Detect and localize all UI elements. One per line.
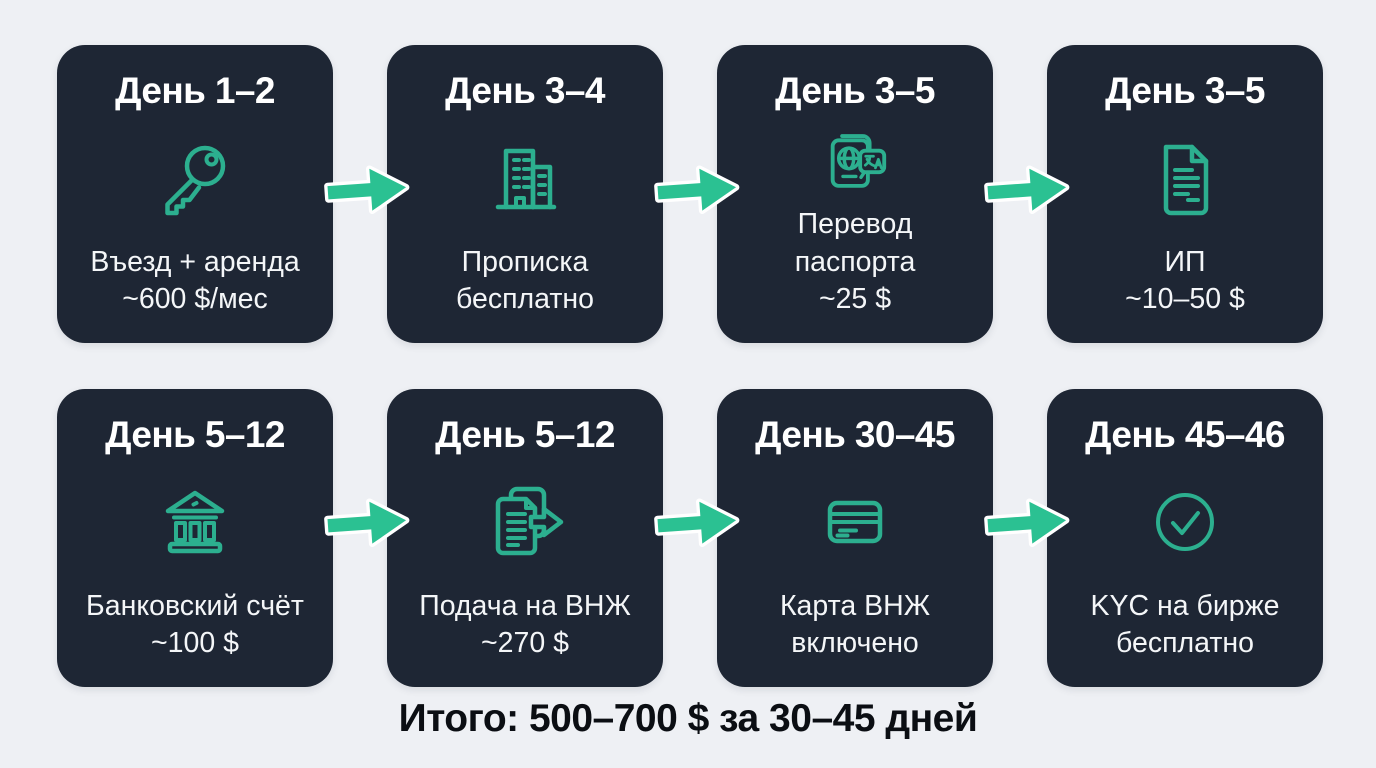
card-body: ИП ~10–50 $ <box>1125 244 1245 319</box>
card-body: Банковский счёт ~100 $ <box>86 588 304 663</box>
card-text-line: ~600 $/мес <box>122 283 268 316</box>
card-text-line: Перевод <box>797 208 913 241</box>
card-text-line: Карта ВНЖ <box>779 589 931 622</box>
check-circle-icon <box>1063 456 1307 588</box>
card-text-line: включено <box>791 627 919 660</box>
card-text-line: Подача на ВНЖ <box>419 589 631 622</box>
card-text-line: ~100 $ <box>151 627 239 660</box>
card-title: День 3–4 <box>445 70 605 111</box>
flow-arrow-icon <box>323 490 411 556</box>
key-icon <box>73 112 317 244</box>
card-text-line: Въезд + аренда <box>90 245 300 278</box>
card-title: День 30–45 <box>755 414 955 455</box>
flow-arrow-icon <box>983 490 1071 556</box>
card-title: День 1–2 <box>115 70 275 111</box>
card-title: День 5–12 <box>435 414 615 455</box>
passport-translate-icon <box>733 112 977 206</box>
card-text-line: ~10–50 $ <box>1125 283 1245 316</box>
card-text-line: бесплатно <box>455 283 595 316</box>
card-body: Перевод паспорта ~25 $ <box>795 206 916 319</box>
card-title: День 45–46 <box>1085 414 1285 455</box>
card-title: День 3–5 <box>1105 70 1265 111</box>
flow-arrow-icon <box>323 157 411 223</box>
flow-arrow-icon <box>653 490 741 556</box>
flow-arrow-icon <box>983 157 1071 223</box>
card-body: Въезд + аренда ~600 $/мес <box>90 244 299 319</box>
card-text-line: ~25 $ <box>818 283 892 316</box>
document-icon <box>1063 112 1307 244</box>
flow-arrow-icon <box>653 157 741 223</box>
card-title: День 5–12 <box>105 414 285 455</box>
card-body: Прописка бесплатно <box>456 244 594 319</box>
building-icon <box>403 112 647 244</box>
timeline-card: День 5–12 Банковский счёт ~100 $ <box>57 389 333 687</box>
residence-card-icon <box>733 456 977 588</box>
card-text-line: ИП <box>1164 245 1206 278</box>
timeline-card: День 3–4 Прописка бесплатно <box>387 45 663 343</box>
total-summary: Итого: 500–700 $ за 30–45 дней <box>398 697 978 740</box>
timeline-card: День 5–12 Подача на ВНЖ ~270 $ <box>387 389 663 687</box>
card-text-line: KYC на бирже <box>1090 589 1280 622</box>
card-body: Подача на ВНЖ ~270 $ <box>419 588 631 663</box>
card-text-line: паспорта <box>794 245 916 278</box>
card-title: День 3–5 <box>775 70 935 111</box>
card-body: Карта ВНЖ включено <box>780 588 930 663</box>
bank-icon <box>73 456 317 588</box>
timeline-card: День 45–46 KYC на бирже бесплатно <box>1047 389 1323 687</box>
application-submit-icon <box>403 456 647 588</box>
timeline-card: День 3–5 ИП ~10–50 $ <box>1047 45 1323 343</box>
timeline-card: День 30–45 Карта ВНЖ включено <box>717 389 993 687</box>
timeline-card: День 3–5 Перевод паспорта ~25 $ <box>717 45 993 343</box>
card-text-line: Прописка <box>461 245 589 278</box>
card-body: KYC на бирже бесплатно <box>1090 588 1279 663</box>
timeline-card: День 1–2 Въезд + аренда ~600 $/мес <box>57 45 333 343</box>
card-text-line: ~270 $ <box>481 627 569 660</box>
card-text-line: бесплатно <box>1115 627 1255 660</box>
card-text-line: Банковский счёт <box>86 589 304 622</box>
